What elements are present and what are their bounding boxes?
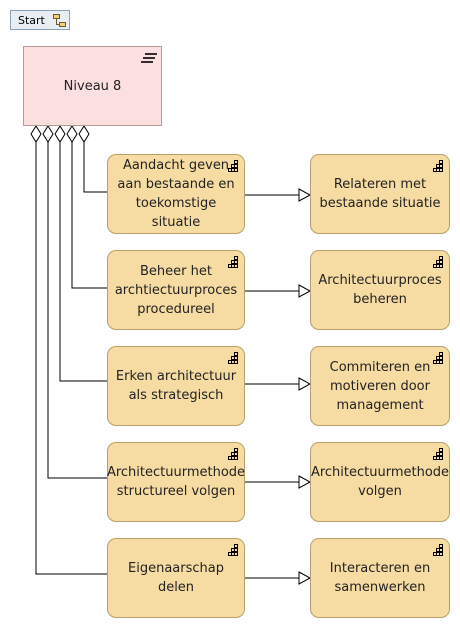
aggregation-diamond <box>30 125 42 143</box>
start-button[interactable]: Start <box>10 10 70 30</box>
source-capability-label: Erken architectuur als strategisch <box>115 369 237 403</box>
target-capability-label: Relateren met bestaande situatie <box>319 177 441 211</box>
aggregation-line <box>83 142 107 193</box>
capability-grid-icon <box>228 160 238 172</box>
source-capability[interactable]: Beheer het archtiectuurproces proceduree… <box>107 250 245 330</box>
arrowhead <box>298 284 312 298</box>
aggregation-line <box>71 142 107 289</box>
source-capability-label: Eigenaarschap delen <box>128 561 224 595</box>
target-capability-label: Commiteren en motiveren door management <box>329 359 431 413</box>
arrowhead <box>298 188 312 202</box>
source-capability-label: Beheer het archtiectuurproces proceduree… <box>114 263 238 317</box>
aggregation-line <box>47 142 107 479</box>
capability-grid-icon <box>433 160 443 172</box>
niveau-label: Niveau 8 <box>63 78 122 94</box>
source-capability[interactable]: Architectuurmethode structureel volgen <box>107 442 245 522</box>
target-capability[interactable]: Interacteren en samenwerken <box>310 538 450 618</box>
source-capability[interactable]: Eigenaarschap delen <box>107 538 245 618</box>
capability-grid-icon <box>228 256 238 268</box>
source-capability-label: Aandacht geven aan bestaande en toekomst… <box>117 158 235 230</box>
aggregation-diamond <box>66 125 78 143</box>
capability-grid-icon <box>433 544 443 556</box>
target-capability[interactable]: Relateren met bestaande situatie <box>310 154 450 234</box>
capability-grid-icon <box>228 352 238 364</box>
source-capability[interactable]: Erken architectuur als strategisch <box>107 346 245 426</box>
capability-grid-icon <box>228 544 238 556</box>
source-capability-label: Architectuurmethode structureel volgen <box>106 465 246 499</box>
source-capability[interactable]: Aandacht geven aan bestaande en toekomst… <box>107 154 245 234</box>
start-label: Start <box>18 14 45 27</box>
aggregation-line <box>35 142 107 575</box>
target-capability-label: Architectuurproces beheren <box>318 273 442 307</box>
aggregation-diamond <box>42 125 54 143</box>
aggregation-diamond <box>54 125 66 143</box>
aggregation-diamond <box>78 125 90 143</box>
flow-icon <box>53 14 66 27</box>
arrowhead <box>298 475 312 489</box>
niveau-node[interactable]: Niveau 8 <box>23 46 162 126</box>
target-capability-label: Architectuurmethode volgen <box>310 465 450 499</box>
target-capability-label: Interacteren en samenwerken <box>329 561 431 595</box>
arrowhead <box>298 571 312 585</box>
target-capability[interactable]: Architectuurmethode volgen <box>310 442 450 522</box>
target-capability[interactable]: Commiteren en motiveren door management <box>310 346 450 426</box>
capability-grid-icon <box>433 448 443 460</box>
capability-grid-icon <box>228 448 238 460</box>
aggregation-line <box>59 142 107 382</box>
capability-grid-icon <box>433 256 443 268</box>
hamburger-icon <box>141 53 157 63</box>
target-capability[interactable]: Architectuurproces beheren <box>310 250 450 330</box>
arrowhead <box>298 377 312 391</box>
capability-grid-icon <box>433 352 443 364</box>
